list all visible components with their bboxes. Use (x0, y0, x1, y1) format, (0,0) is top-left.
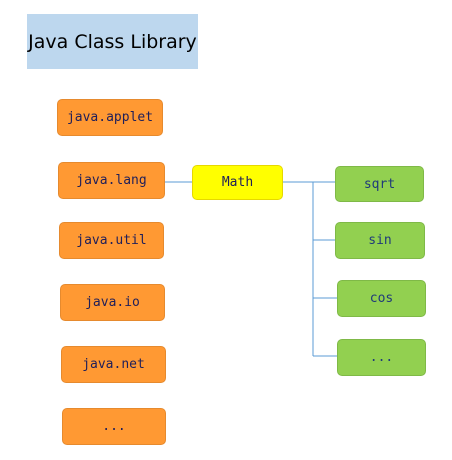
package-java-lang: java.lang (58, 162, 165, 199)
package-java-io: java.io (60, 284, 165, 321)
method-sin: sin (335, 222, 425, 259)
package-java-util: java.util (59, 222, 164, 259)
package-java-applet: java.applet (57, 99, 163, 136)
method-sqrt: sqrt (335, 166, 424, 202)
method-more: ... (337, 339, 426, 376)
class-math: Math (192, 165, 283, 200)
method-cos: cos (337, 280, 426, 317)
diagram-title: Java Class Library (27, 14, 198, 69)
package-java-net: java.net (61, 346, 166, 383)
package-more: ... (62, 408, 166, 445)
